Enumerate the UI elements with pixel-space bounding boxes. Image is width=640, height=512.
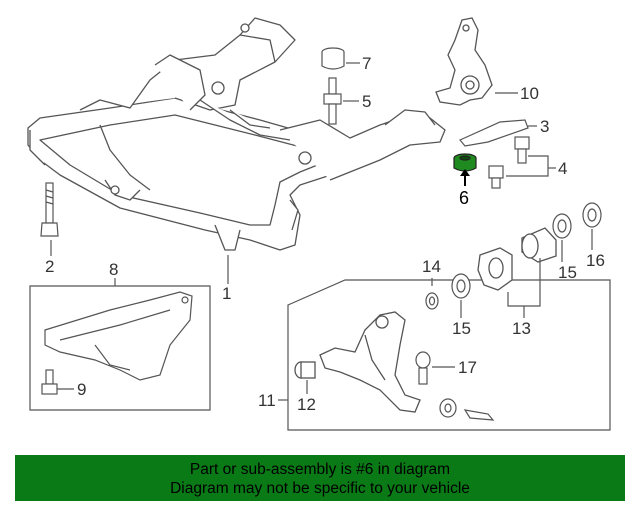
callout-1: 1 (222, 284, 231, 303)
subframe-drawing (27, 17, 446, 251)
callout-2: 2 (45, 257, 54, 276)
callout-5: 5 (362, 92, 371, 111)
callout-17: 17 (458, 358, 477, 377)
callout-10: 10 (520, 84, 539, 103)
info-banner: Part or sub-assembly is #6 in diagram Di… (15, 455, 625, 501)
parts-diagram: 1 2 3 4 5 6 7 8 9 10 11 12 13 14 15 15 1… (27, 17, 611, 431)
callout-14: 14 (422, 257, 441, 276)
banner-line-2: Diagram may not be specific to your vehi… (170, 480, 470, 497)
control-arm-drawing (294, 311, 421, 413)
callout-7: 7 (362, 54, 371, 73)
highlighted-part-6-drawing (453, 153, 477, 172)
callout-labels: 1 2 3 4 5 6 7 8 9 10 11 12 13 14 15 15 1… (45, 54, 605, 414)
leader-lines (50, 62, 593, 401)
callout-8: 8 (109, 260, 118, 279)
bracket-box-outline (29, 285, 211, 411)
callout-3: 3 (540, 117, 549, 136)
callout-12: 12 (297, 395, 316, 414)
bushing-drawing (321, 47, 345, 70)
bolts-drawing (488, 136, 530, 189)
callout-16: 16 (586, 251, 605, 270)
knuckle-drawing (435, 17, 493, 106)
part-6-arrowhead (460, 169, 470, 176)
control-arm-box-outline (287, 279, 611, 431)
bushing-set-drawing (477, 227, 557, 291)
washers-drawing (425, 202, 602, 310)
callout-13: 13 (512, 319, 531, 338)
stud-bolt-drawing (323, 77, 342, 125)
callout-4: 4 (558, 159, 567, 178)
callout-15b: 15 (558, 263, 577, 282)
callout-9: 9 (77, 380, 86, 399)
bracket-drawing (44, 291, 193, 381)
plate-drawing (459, 119, 529, 147)
bolt-drawing (40, 182, 59, 237)
callout-15a: 15 (452, 319, 471, 338)
nut-and-pin-drawing (439, 398, 495, 421)
banner-line-1: Part or sub-assembly is #6 in diagram (189, 461, 451, 478)
bracket-bolt-drawing (41, 369, 58, 395)
callout-11: 11 (258, 391, 276, 410)
callout-6: 6 (459, 188, 469, 208)
ball-joint-drawing (415, 351, 431, 385)
